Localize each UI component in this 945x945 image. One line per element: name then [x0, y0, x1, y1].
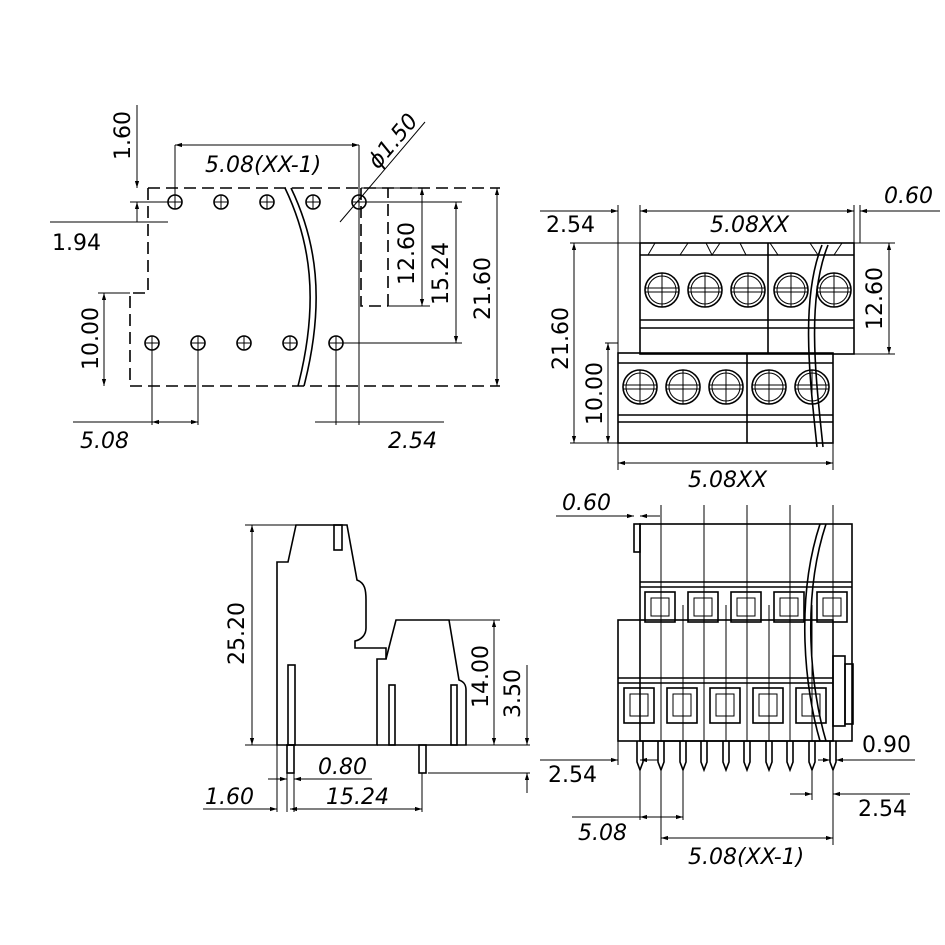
dim-side-pin-width: 0.80 — [318, 755, 367, 780]
dim-top-upper-depth: 12.60 — [863, 267, 888, 330]
hole-row-top — [167, 194, 367, 210]
dim-side-pin-length: 3.50 — [501, 669, 526, 718]
front-view: 0.60 2.54 0.90 2.54 5.08 5.08(XX-1) — [540, 491, 915, 870]
dim-left-offset: 1.94 — [52, 231, 101, 256]
dim-lower-height: 10.00 — [79, 307, 104, 370]
dim-front-pin-thickness: 0.90 — [862, 733, 911, 758]
screw-row-upper — [644, 272, 852, 308]
dim-front-right-offset: 2.54 — [858, 797, 907, 822]
dim-row-spacing: 15.24 — [429, 242, 454, 305]
dim-overall-depth: 21.60 — [471, 257, 496, 320]
dim-side-overall-height: 25.20 — [225, 602, 250, 665]
dim-front-pitch: 5.08 — [578, 821, 627, 846]
socket-row-lower — [623, 687, 827, 724]
socket-row-upper — [644, 591, 848, 623]
top-view: 2.54 5.08XX 0.60 21.60 10.00 12.60 5.08X… — [540, 184, 940, 493]
dim-bottom-pitch: 5.08 — [80, 429, 129, 454]
screw-row-lower — [622, 369, 830, 405]
dim-front-top-offset: 0.60 — [562, 491, 611, 516]
dim-side-lower-height: 14.00 — [469, 645, 494, 708]
dim-upper-width: 5.08XX — [710, 213, 790, 238]
dim-top-overall-depth: 21.60 — [549, 307, 574, 370]
dim-top-right-offset: 0.60 — [884, 184, 933, 209]
dim-row-gap: 12.60 — [395, 222, 420, 285]
dim-front-left-offset: 2.54 — [548, 763, 597, 788]
dim-front-pitch-span: 5.08(XX-1) — [688, 845, 804, 870]
pcb-layout-view: 5.08(XX-1) ϕ1.50 1.60 1.94 10.00 12.60 1… — [50, 105, 500, 454]
dim-hole-diameter: ϕ1.50 — [363, 109, 423, 174]
dim-top-pitch-span: 5.08(XX-1) — [205, 153, 321, 178]
dim-side-pin-spacing: 15.24 — [326, 785, 389, 810]
dim-top-left-offset: 2.54 — [546, 213, 595, 238]
dim-lower-width: 5.08XX — [688, 468, 768, 493]
dim-right-offset: 2.54 — [388, 429, 437, 454]
dim-side-pin-offset: 1.60 — [205, 785, 254, 810]
dim-top-lower-depth: 10.00 — [583, 362, 608, 425]
dim-top-offset: 1.60 — [111, 111, 136, 160]
pin-row — [636, 741, 837, 773]
side-view: 25.20 14.00 3.50 0.80 1.60 15.24 — [203, 524, 530, 812]
